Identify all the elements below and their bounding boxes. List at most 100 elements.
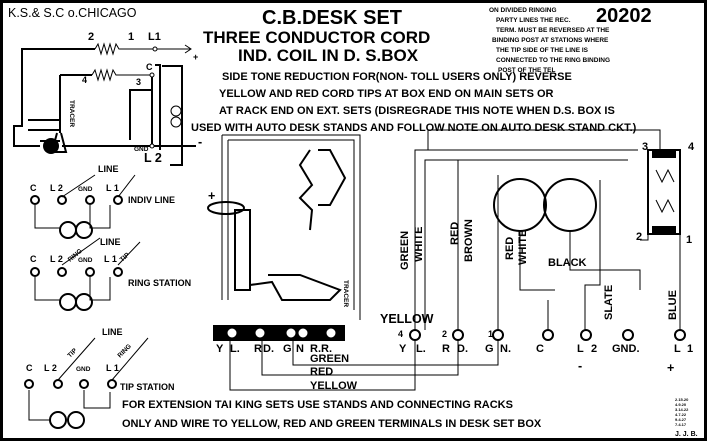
terminal-num: 4 [398, 329, 403, 339]
induction-coil [647, 149, 681, 235]
term-label: GND [78, 257, 93, 264]
note-line: BINDING POST AT STATIONS WHERE [492, 37, 609, 44]
wire-label: WHITE [413, 227, 425, 262]
note-line: PARTY LINES THE REC. [496, 17, 571, 24]
minus-label: - [198, 135, 202, 149]
terminal-label: 1 [687, 343, 693, 355]
subtitle-coil: IND. COIL IN D. S.BOX [238, 46, 419, 65]
terminal-label: R [442, 343, 450, 355]
strip-label: R.R. [310, 343, 332, 355]
strip-label: Y [216, 343, 224, 355]
revision-date: 7.4.17 [675, 422, 687, 427]
box-terminals: 4 Y L. 2 R D. 1 G N. C L 2 - G [398, 329, 693, 375]
coil-term: 1 [686, 234, 692, 246]
c-label: C [146, 62, 153, 72]
bottom-note-line: ONLY AND WIRE TO YELLOW, RED AND GREEN T… [122, 418, 542, 430]
wire-label-red: RED [310, 366, 333, 378]
note-line: TERM. MUST BE REVERSED AT THE [496, 27, 610, 34]
term-label: GND [76, 366, 91, 373]
wire-label: WHITE [517, 230, 529, 265]
wire-label: RED [504, 237, 516, 260]
strip-label: N [296, 343, 304, 355]
terminal-num: 2 [442, 329, 447, 339]
schematic: 2 1 4 3 L1 C L 2 + - GND TRACER [13, 31, 202, 166]
term-label: C [30, 254, 37, 264]
revision-date: 2.15.20 [675, 397, 689, 402]
terminal-label: L. [416, 343, 426, 355]
revision-dates: 2.15.20 4.9.20 3.14.22 4.7.22 9.4.27 7.4… [675, 397, 689, 427]
term-label: L 1 [106, 363, 119, 373]
term-label: C [30, 183, 37, 193]
terminal-yl: 4 Y L. [398, 329, 426, 355]
desk-set-box: 3 4 2 1 GREEN WHITE RED BROWN RED WHITE … [380, 129, 695, 330]
terminal-label: D. [457, 343, 468, 355]
l1-label: L1 [148, 31, 161, 43]
wire-label-green: GREEN [310, 353, 349, 365]
station-name: TIP STATION [120, 382, 175, 392]
term-label: L 1 [106, 183, 119, 193]
coil-term: 3 [642, 141, 648, 153]
terminal-label: N. [500, 343, 511, 355]
cord-wires: GREEN RED YELLOW [229, 340, 499, 392]
terminal-label: C [536, 343, 544, 355]
bottom-note-line: FOR EXTENSION TAI KING SETS USE STANDS A… [122, 399, 513, 411]
note-line: CONNECTED TO THE RING BINDING [496, 57, 610, 64]
terminal-strip [213, 325, 345, 341]
resistor-bottom [91, 68, 152, 82]
minus-label: - [578, 359, 582, 373]
strip-label: R [254, 343, 262, 355]
terminal-number: 3 [136, 77, 141, 87]
terminal-label: 2 [591, 343, 597, 355]
terminal-number: 4 [82, 75, 87, 85]
term-label: L 1 [104, 254, 117, 264]
initials: J. J. B. [675, 431, 698, 438]
terminal-number: 1 [128, 31, 134, 43]
resistor-top [94, 42, 155, 56]
line-label: LINE [100, 237, 121, 247]
note-line: SIDE TONE REDUCTION FOR(NON- TOLL USERS … [222, 71, 572, 83]
station-name: RING STATION [128, 278, 191, 288]
note-line: AT RACK END ON EXT. SETS (DISREGRADE THI… [219, 105, 615, 117]
tracer-label: TRACER [342, 280, 349, 307]
terminal-num: 1 [488, 329, 493, 339]
line-label: LINE [102, 327, 123, 337]
wire-label: RED [449, 222, 461, 245]
note-line: USED WITH AUTO DESK STANDS AND FOLLOW NO… [191, 122, 637, 134]
note-line: POST OF THE TEL [498, 67, 555, 74]
terminal-c: C [536, 329, 554, 355]
page-title: C.B.DESK SET [262, 7, 402, 29]
terminal-gnd: GND. [612, 329, 640, 355]
terminal-number: 2 [88, 31, 94, 43]
gnd-label: GND [134, 146, 149, 153]
term-label: GND [78, 186, 93, 193]
coil-term: 2 [636, 231, 642, 243]
terminal-label: G [485, 343, 494, 355]
line-label: LINE [98, 164, 119, 174]
revision-date: 4.7.22 [675, 412, 687, 417]
strip-label: G [283, 343, 292, 355]
wire-label-yellow: YELLOW [310, 380, 358, 392]
terminal-label: Y [399, 343, 407, 355]
wire-label: BLACK [548, 257, 587, 269]
plus-label: + [208, 189, 215, 203]
strip-label: D. [263, 343, 274, 355]
terminal-gn: 1 G N. [485, 329, 511, 355]
term-label: C [26, 363, 33, 373]
note-line: YELLOW AND RED CORD TIPS AT BOX END ON M… [219, 88, 554, 100]
terminal-l2: L 2 - [577, 329, 597, 373]
strip-label: L. [230, 343, 240, 355]
term-label: L 2 [50, 183, 63, 193]
note-line: THE TIP SIDE OF THE LINE IS [496, 47, 589, 54]
l2-label: L 2 [144, 151, 162, 165]
wire-label: GREEN [399, 231, 411, 270]
coil-term: 4 [688, 141, 695, 153]
side-tone-note: SIDE TONE REDUCTION FOR(NON- TOLL USERS … [191, 71, 637, 134]
revision-date: 4.9.20 [675, 402, 687, 407]
terminal-rd: 2 R D. [442, 329, 468, 355]
plus-label: + [193, 52, 198, 62]
tracer-label: TRACER [68, 100, 75, 127]
revision-date: 3.14.22 [675, 407, 689, 412]
note-line: ON DIVIDED RINGING [489, 7, 557, 14]
subtitle-cord: THREE CONDUCTOR CORD [203, 28, 430, 47]
plus-label: + [667, 361, 674, 375]
